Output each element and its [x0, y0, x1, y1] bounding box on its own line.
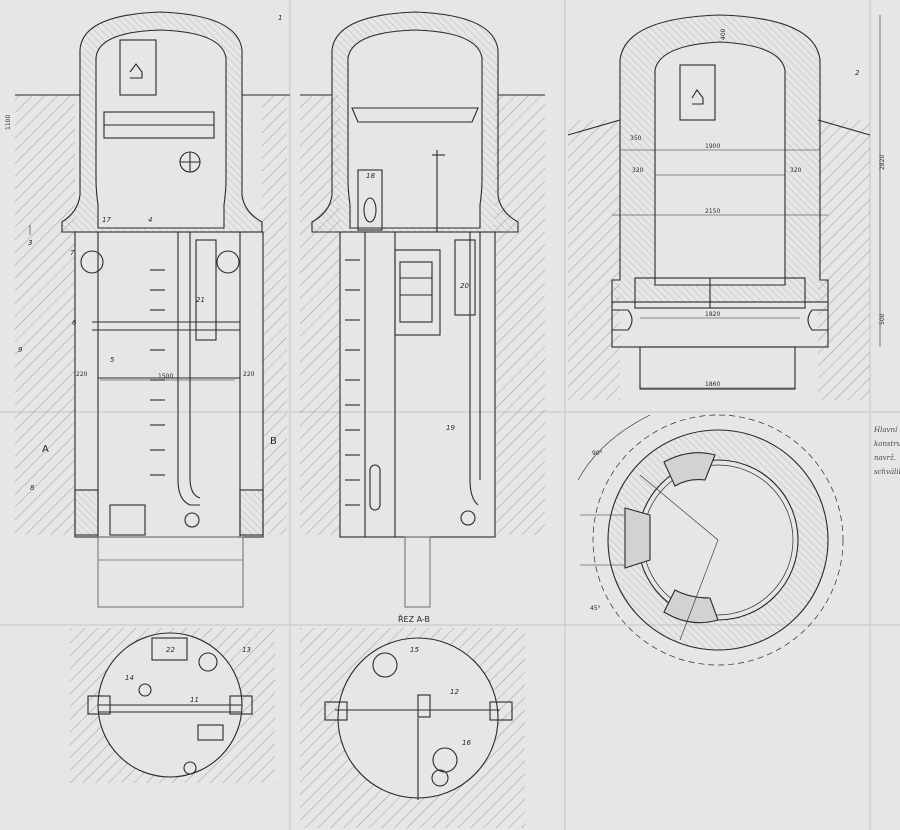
callout-3: 3 [28, 239, 32, 247]
callout-8: 8 [30, 484, 35, 492]
plan-view-bottom-left [70, 628, 275, 783]
callout-21: 21 [196, 296, 205, 304]
callout-16: 16 [462, 739, 471, 747]
dim-side1: 220 [76, 371, 88, 378]
callout-15: 15 [410, 646, 419, 654]
plan-view-ring [577, 414, 844, 666]
dim-wall1: 350 [630, 135, 642, 142]
callout-14: 14 [125, 674, 134, 682]
dim-d1: 1500 [158, 373, 173, 380]
section-title: ŘEZ A-B [398, 614, 430, 624]
callout-2: 2 [855, 69, 860, 77]
section-letter-b: B [270, 436, 277, 447]
callout-4: 4 [148, 216, 152, 224]
elevation-view-left [15, 11, 290, 608]
callout-6: 6 [72, 319, 77, 327]
dim-d2: 1900 [705, 143, 720, 150]
callout-17: 17 [102, 216, 111, 224]
callout-5: 5 [110, 356, 115, 364]
margin-note-line-2: konstruk. [874, 440, 900, 448]
callout-11: 11 [190, 696, 199, 704]
dim-h1: 2820 [879, 155, 886, 170]
elevation-view-middle [300, 11, 545, 608]
dim-wall3: 320 [790, 167, 802, 174]
callout-7: 7 [70, 249, 75, 257]
dim-ang1: 90° [592, 450, 603, 457]
callout-22: 22 [166, 646, 175, 654]
dim-h2: 500 [879, 313, 886, 325]
callout-13: 13 [242, 646, 251, 654]
margin-note-line-4: schválil [874, 468, 900, 476]
margin-note-line-3: navrž. [874, 454, 896, 462]
callout-19: 19 [446, 424, 455, 432]
dim-wall2: 320 [632, 167, 644, 174]
section-view-right [567, 14, 881, 400]
dim-h4: 1100 [5, 115, 12, 130]
dim-ang2: 45° [590, 605, 601, 612]
margin-note-line-1: Hlavní [873, 426, 898, 434]
callout-1: 1 [278, 14, 282, 22]
section-letter-a: A [42, 444, 49, 455]
callout-9: 9 [18, 346, 23, 354]
callout-18: 18 [366, 172, 375, 180]
dim-d3: 2150 [705, 208, 720, 215]
dim-h3: 400 [720, 28, 727, 40]
dim-side2: 220 [243, 371, 255, 378]
dim-d4: 1820 [705, 311, 720, 318]
plan-view-bottom-middle [300, 628, 525, 828]
callout-12: 12 [450, 688, 459, 696]
callout-20: 20 [460, 282, 469, 290]
dim-d5: 1860 [705, 381, 720, 388]
